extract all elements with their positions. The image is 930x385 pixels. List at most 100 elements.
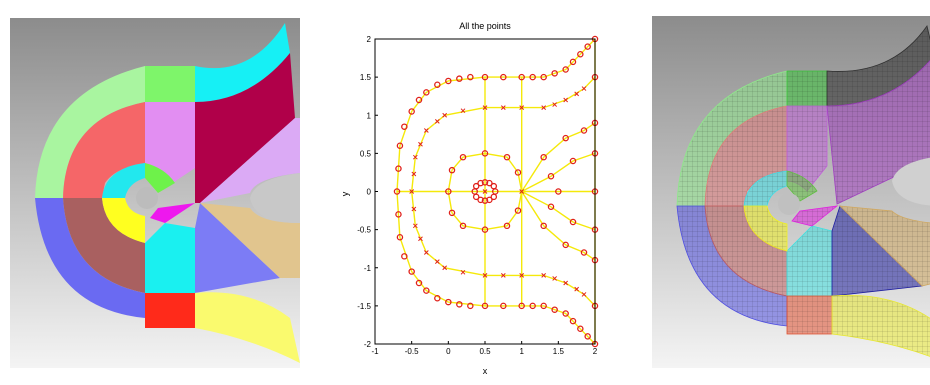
point-circle bbox=[395, 211, 402, 218]
point-circle bbox=[396, 142, 404, 150]
point-circle bbox=[481, 226, 489, 233]
patch-inner-magenta bbox=[150, 203, 195, 223]
point-circle bbox=[401, 123, 408, 130]
point-cross bbox=[519, 273, 525, 278]
point-circle bbox=[456, 301, 463, 308]
point-cross bbox=[418, 236, 423, 242]
point-circle bbox=[562, 66, 569, 73]
point-circle bbox=[562, 310, 569, 317]
point-circle bbox=[481, 179, 489, 186]
mesh-patches bbox=[676, 25, 930, 357]
mesh-patch-grid bbox=[838, 205, 930, 287]
mesh-line bbox=[521, 190, 596, 231]
y-tick-label: 1 bbox=[367, 111, 372, 120]
point-circle bbox=[472, 193, 480, 201]
x-axis-label: x bbox=[483, 366, 488, 376]
patch-inner-yellow bbox=[102, 198, 145, 243]
point-circle bbox=[486, 196, 493, 204]
y-tick-label: -2 bbox=[364, 340, 372, 349]
point-cross bbox=[411, 206, 417, 212]
patch-periwinkle bbox=[195, 203, 280, 293]
point-circle bbox=[477, 179, 484, 187]
point-circle bbox=[503, 222, 511, 230]
x-tick-label: 1 bbox=[519, 347, 524, 356]
point-cross bbox=[541, 273, 547, 278]
point-cross bbox=[460, 269, 466, 275]
point-circle bbox=[481, 73, 489, 81]
point-circle bbox=[395, 165, 402, 172]
point-cross bbox=[500, 105, 506, 110]
point-circle bbox=[555, 188, 562, 195]
point-cross bbox=[482, 189, 488, 194]
mesh-line bbox=[396, 38, 596, 192]
x-tick-label: 0.5 bbox=[479, 347, 491, 356]
point-cross bbox=[409, 189, 415, 194]
point-circle bbox=[547, 172, 555, 180]
point-circle bbox=[445, 77, 452, 85]
mesh-patch-grid bbox=[786, 170, 818, 202]
y-tick-label: -0.5 bbox=[357, 226, 371, 235]
x-tick-label: -0.5 bbox=[405, 347, 419, 356]
point-circle bbox=[467, 73, 474, 81]
mesh-patch-grid bbox=[831, 294, 930, 357]
patch-red bbox=[145, 293, 195, 328]
chart-title: All the points bbox=[459, 22, 511, 31]
point-circle bbox=[569, 157, 577, 165]
point-circle bbox=[584, 333, 591, 340]
mesh-line bbox=[411, 76, 596, 192]
point-circle bbox=[580, 127, 588, 134]
point-circle bbox=[472, 182, 480, 190]
point-cross bbox=[581, 292, 587, 297]
hole-right bbox=[892, 157, 930, 206]
point-circle bbox=[540, 222, 547, 230]
point-circle bbox=[500, 302, 507, 310]
point-circle bbox=[569, 317, 577, 325]
point-circle bbox=[415, 279, 423, 287]
point-cross bbox=[519, 189, 525, 194]
point-circle bbox=[467, 302, 474, 310]
point-circle bbox=[401, 253, 408, 260]
point-circle bbox=[551, 70, 558, 77]
mesh-line bbox=[521, 122, 596, 192]
x-tick-label: 1.5 bbox=[553, 347, 565, 356]
patch-lightgreen bbox=[35, 66, 145, 198]
point-circle bbox=[434, 81, 441, 89]
x-tick-label: 0 bbox=[446, 347, 451, 356]
patch-inner-lime bbox=[145, 163, 175, 193]
point-circle bbox=[518, 73, 525, 81]
point-circle bbox=[459, 153, 467, 161]
y-tick-label: 0.5 bbox=[360, 149, 372, 158]
patch-inner-cyan bbox=[102, 163, 145, 198]
point-circle bbox=[529, 73, 536, 81]
patch-crimson bbox=[195, 53, 295, 203]
point-cross bbox=[423, 128, 429, 133]
point-cross bbox=[581, 86, 587, 91]
point-circle bbox=[448, 209, 456, 217]
y-tick-label: 0 bbox=[367, 188, 372, 197]
mesh-patch-grid bbox=[791, 205, 839, 227]
point-circle bbox=[393, 188, 401, 195]
point-circle bbox=[408, 268, 415, 275]
point-cross bbox=[442, 112, 448, 118]
point-cross bbox=[412, 154, 418, 160]
point-circle bbox=[448, 166, 456, 174]
point-circle bbox=[423, 89, 430, 96]
hole-right bbox=[250, 173, 300, 223]
point-circle bbox=[514, 207, 522, 214]
point-circle bbox=[415, 96, 423, 104]
point-cross bbox=[563, 97, 569, 103]
point-circle bbox=[490, 182, 498, 190]
point-cross bbox=[574, 91, 580, 97]
point-cross bbox=[552, 102, 558, 107]
patch-yellow bbox=[195, 292, 300, 363]
point-circle bbox=[477, 196, 484, 204]
point-cross bbox=[541, 105, 547, 110]
point-circle bbox=[580, 249, 588, 256]
patch-tan bbox=[200, 203, 300, 278]
hole-center bbox=[136, 187, 158, 209]
point-circle bbox=[540, 302, 547, 310]
mesh-patch-grid bbox=[786, 70, 828, 107]
mesh-grid-image bbox=[652, 16, 930, 368]
point-circle bbox=[396, 233, 404, 241]
